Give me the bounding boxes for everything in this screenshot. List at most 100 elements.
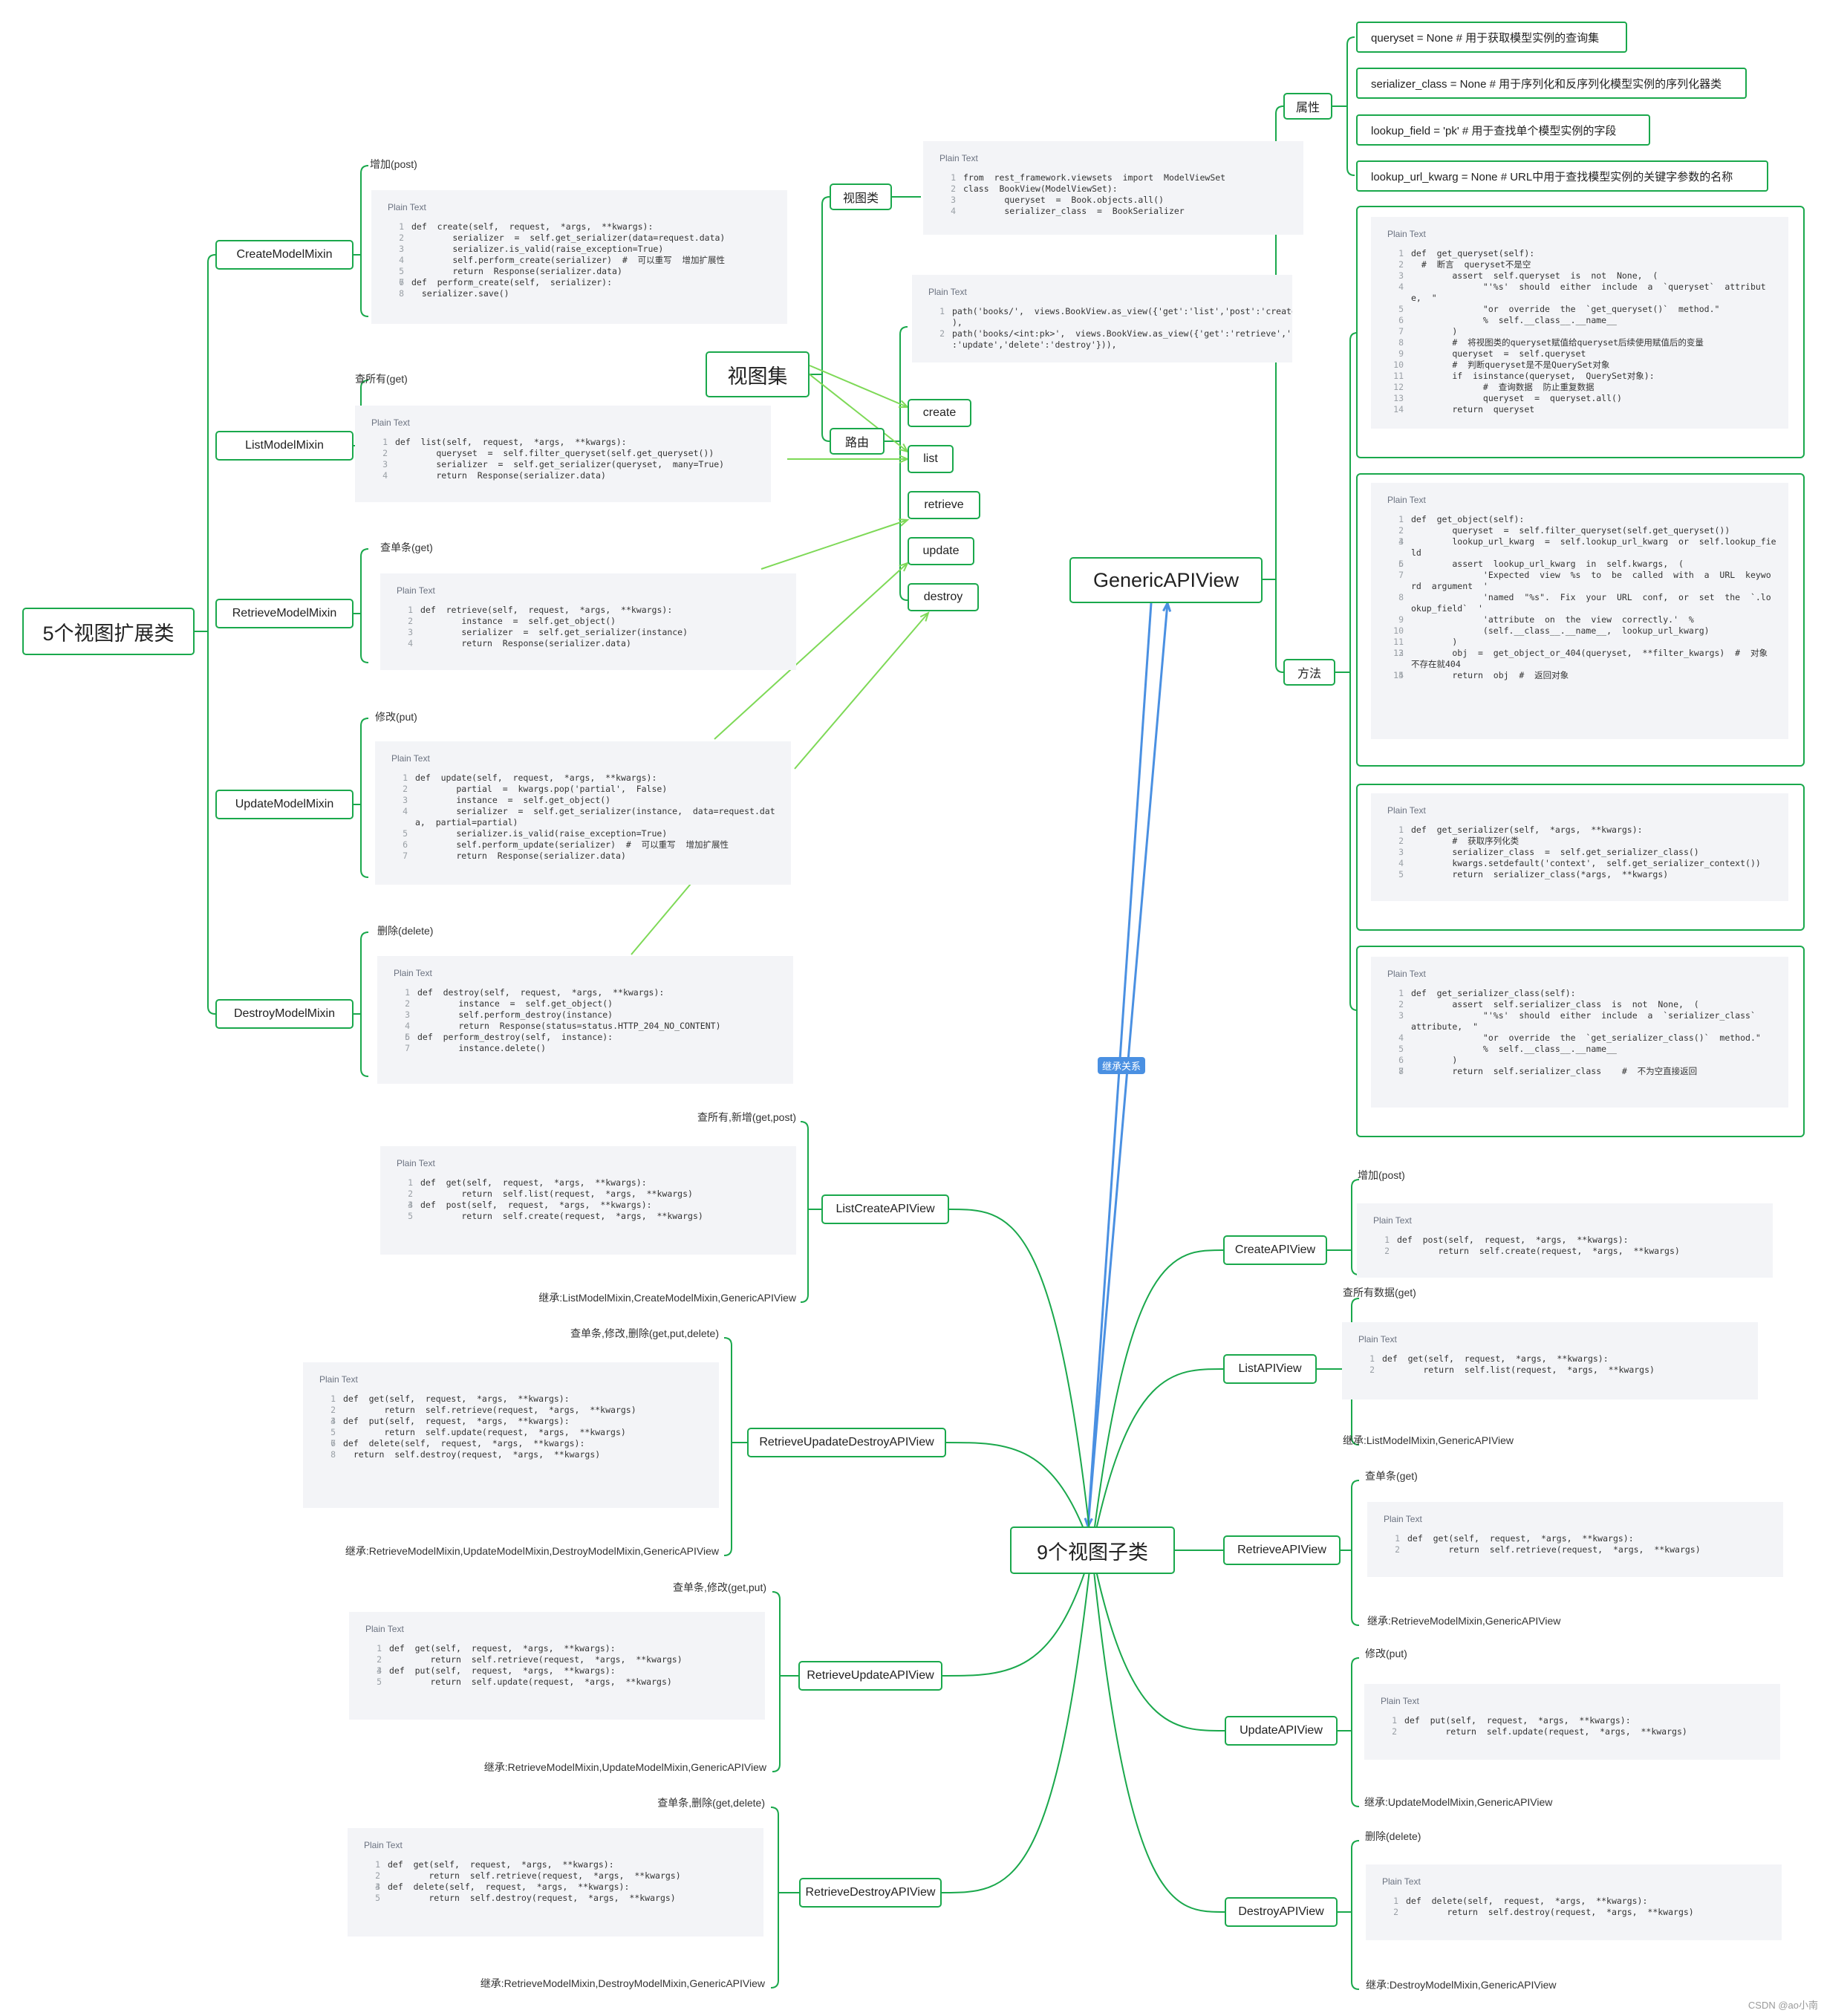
subclass-node[interactable]: RetrieveUpdateAPIView [798, 1661, 942, 1691]
code-text: instance = self.get_object() [415, 795, 611, 805]
generic-attr-3[interactable]: lookup_url_kwarg = None # URL中用于查找模型实例的关… [1356, 160, 1768, 192]
viewset-node[interactable]: 视图集 [706, 351, 810, 397]
generic-attr-0[interactable]: queryset = None # 用于获取模型实例的查询集 [1356, 22, 1627, 53]
bracket-line [1349, 332, 1358, 1011]
action-node-destroy[interactable]: destroy [908, 583, 979, 611]
mixin-node-updatemodelmixin[interactable]: UpdateModelMixin [215, 790, 354, 819]
code-line: 2 instance = self.get_object() [394, 998, 783, 1009]
code-line: 7 instance.delete() [394, 1043, 783, 1054]
code-text: "or override the `get_queryset()` method… [1411, 304, 1720, 314]
subclass-node[interactable]: CreateAPIView [1223, 1235, 1327, 1265]
line-number: 1 [1393, 1896, 1398, 1906]
code-title: Plain Text [928, 287, 967, 297]
mixin-node-retrievemodelmixin[interactable]: RetrieveModelMixin [215, 599, 354, 628]
line-number: 1 [382, 437, 388, 447]
code-title: Plain Text [1381, 1696, 1419, 1706]
action-node-create[interactable]: create [908, 399, 971, 427]
generic-attr-1[interactable]: serializer_class = None # 用于序列化和反序列化模型实例… [1356, 68, 1747, 99]
subclass-node[interactable]: ListCreateAPIView [821, 1194, 949, 1224]
code-text: return serializer_class(*args, **kwargs) [1411, 869, 1669, 879]
code-text: queryset = queryset.all() [1411, 393, 1622, 403]
subclass-inherit-label: 继承:UpdateModelMixin,GenericAPIView [1364, 1796, 1553, 1808]
code-text: return self.create(request, *args, **kwa… [1397, 1246, 1680, 1256]
code-text: def post(self, request, *args, **kwargs)… [1397, 1235, 1629, 1245]
code-text: self.perform_destroy(instance) [417, 1009, 613, 1020]
code-line: 8 return self.destroy(request, *args, **… [319, 1449, 709, 1460]
code-text: return self.retrieve(request, *args, **k… [1407, 1544, 1701, 1555]
code-text: partial = kwargs.pop('partial', False) [415, 784, 668, 794]
subclass-node[interactable]: ListAPIView [1223, 1354, 1317, 1384]
line-number: 5 [399, 266, 404, 276]
code-line: 9 'attribute on the view correctly.' % [1387, 614, 1778, 625]
line-number: 3 [408, 1200, 413, 1210]
code-text: ) [1411, 637, 1458, 647]
code-text: self.perform_update(serializer) # 可以重写 增… [415, 839, 729, 850]
code-text: self.perform_create(serializer) # 可以重写 增… [411, 255, 725, 265]
code-line: 8 return self.serializer_class # 不为空直接返回 [1387, 1066, 1778, 1077]
code-text: path('books/', views.BookView.as_view({'… [952, 306, 1292, 316]
code-text: 'Expected view %s to be called with a UR… [1411, 570, 1771, 580]
code-text: "or override the `get_serializer_class()… [1411, 1033, 1761, 1043]
code-text: def get(self, request, *args, **kwargs): [1407, 1533, 1634, 1544]
code-line: 7 return Response(serializer.data) [391, 851, 781, 862]
code-title: Plain Text [1387, 805, 1426, 816]
subclass-top-label: 查所有,新增(get,post) [697, 1111, 796, 1123]
mixin-node-destroymodelmixin[interactable]: DestroyModelMixin [215, 999, 354, 1029]
subclass-node[interactable]: DestroyAPIView [1225, 1897, 1338, 1927]
route-node[interactable]: 路由 [830, 428, 885, 455]
subclass-node[interactable]: RetrieveAPIView [1223, 1535, 1341, 1565]
mixin-label: 删除(delete) [377, 925, 434, 937]
generic-api-view-node[interactable]: GenericAPIView [1069, 557, 1263, 603]
line-number: 8 [1398, 1066, 1404, 1076]
mixin-node-listmodelmixin[interactable]: ListModelMixin [215, 431, 354, 461]
code-text: return Response(status=status.HTTP_204_N… [417, 1021, 721, 1031]
mixins-node[interactable]: 5个视图扩展类 [22, 608, 195, 655]
line-number: 2 [408, 616, 413, 626]
subclass-inherit-label: 继承:RetrieveModelMixin,UpdateModelMixin,D… [345, 1545, 719, 1557]
subclass-node[interactable]: UpdateAPIView [1225, 1716, 1338, 1746]
code-text: # 获取序列化类 [1411, 836, 1520, 846]
line-number: 4 [399, 255, 404, 265]
line-number: 1 [951, 172, 956, 183]
code-line: 5 return self.update(request, *args, **k… [365, 1677, 755, 1688]
line-number: 10 [1393, 360, 1404, 370]
code-line: 3 serializer_class = self.get_serializer… [1387, 847, 1778, 858]
action-node-retrieve[interactable]: retrieve [908, 491, 980, 519]
attr-group-node[interactable]: 属性 [1283, 93, 1332, 120]
code-line: 14 return queryset [1387, 404, 1778, 415]
line-number: 5 [408, 1211, 413, 1221]
line-number: 6 [1398, 315, 1404, 325]
method-group-node[interactable]: 方法 [1283, 659, 1335, 686]
generic-attr-2[interactable]: lookup_field = 'pk' # 用于查找单个模型实例的字段 [1356, 114, 1650, 146]
code-line: 3 serializer.is_valid(raise_exception=Tr… [388, 244, 777, 255]
line-number: 4 [408, 638, 413, 648]
subclass-curve [1091, 1368, 1224, 1551]
line-number: 15 [1393, 670, 1404, 680]
code-line: 5 return self.update(request, *args, **k… [319, 1427, 709, 1438]
code-text: :'update','delete':'destroy'})), [952, 339, 1117, 350]
code-line: 4 return Response(serializer.data) [397, 638, 786, 649]
code-text: # 断言 queryset不是空 [1411, 259, 1531, 270]
line-number: 1 [399, 221, 404, 232]
line-number: 11 [1393, 371, 1404, 381]
action-node-update[interactable]: update [908, 537, 974, 565]
subclass-node[interactable]: RetrieveUpadateDestroyAPIView [747, 1428, 946, 1457]
code-line: 4 lookup_url_kwarg = self.lookup_url_kwa… [1387, 536, 1778, 547]
viewclass-node[interactable]: 视图类 [830, 183, 892, 210]
action-node-list[interactable]: list [908, 445, 954, 473]
line-number: 6 [1398, 559, 1404, 569]
mixin-node-createmodelmixin[interactable]: CreateModelMixin [215, 240, 354, 270]
code-line: 3 "'%s' should either include a `seriali… [1387, 1010, 1778, 1021]
subclass-node[interactable]: RetrieveDestroyAPIView [799, 1878, 942, 1908]
code-text: def destroy(self, request, *args, **kwar… [417, 987, 665, 998]
subclasses-node[interactable]: 9个视图子类 [1010, 1526, 1175, 1574]
code-line: 2 return self.retrieve(request, *args, *… [319, 1405, 709, 1416]
code-text: serializer = self.get_serializer(data=re… [411, 233, 726, 243]
code-line: okup_field` ' [1387, 603, 1778, 614]
